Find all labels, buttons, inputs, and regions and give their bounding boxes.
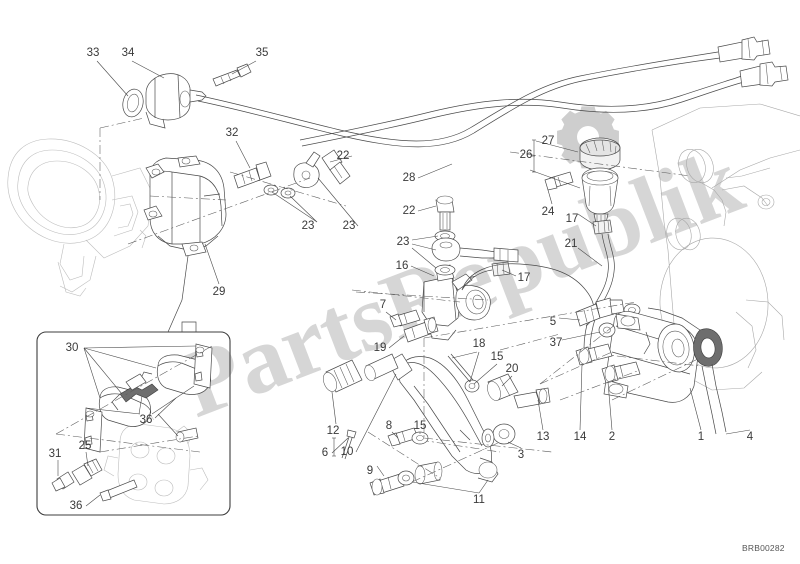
part-12-pedal-rubber bbox=[323, 359, 363, 393]
part-20-pushrod bbox=[487, 373, 519, 401]
part-23-copper-washers-master bbox=[431, 230, 519, 276]
callout-36b: 36 bbox=[70, 500, 83, 512]
callout-32: 32 bbox=[226, 127, 239, 139]
part-30-pad-spring bbox=[111, 371, 159, 411]
callout-14: 14 bbox=[574, 431, 587, 443]
ghost-engine-case-left bbox=[7, 138, 153, 297]
part-2-bracket-bolt-lower bbox=[559, 361, 641, 401]
part-16-rear-master-cylinder bbox=[351, 264, 491, 341]
inset-leader-lines bbox=[55, 345, 213, 507]
part-34-hose-union bbox=[145, 73, 207, 129]
part-31-bleed-nipple bbox=[51, 471, 75, 492]
part-10-brake-pedal bbox=[364, 353, 501, 483]
callout-37: 37 bbox=[550, 337, 563, 349]
construction-lines bbox=[99, 117, 701, 483]
part-13-spacer-washer bbox=[481, 387, 551, 448]
part-6-cotter-pin bbox=[341, 429, 357, 460]
part-29-rear-brake-caliper bbox=[143, 155, 227, 257]
part-8-pedal-bolt bbox=[387, 427, 419, 447]
part-22-banjo-bolt-master bbox=[435, 195, 455, 231]
callout-29: 29 bbox=[213, 286, 226, 298]
part-22-banjo-bolt-caliper bbox=[321, 149, 351, 185]
callout-6: 6 bbox=[322, 447, 328, 459]
part-26-brake-fluid-reservoir bbox=[581, 167, 619, 224]
callout-23a: 23 bbox=[302, 220, 315, 232]
callout-17a: 17 bbox=[566, 213, 579, 225]
part-30-brake-pad-front bbox=[98, 386, 152, 427]
part-36-pad-pin-inset-b bbox=[99, 479, 138, 502]
callout-28: 28 bbox=[403, 172, 416, 184]
part-11-pedal-bushing bbox=[397, 461, 443, 486]
callout-12: 12 bbox=[327, 425, 340, 437]
part-36-pad-pin-inset-a bbox=[175, 427, 199, 443]
part-35-banjo-bolt bbox=[212, 63, 252, 87]
callout-9: 9 bbox=[367, 465, 373, 477]
callout-27: 27 bbox=[542, 135, 555, 147]
callout-11: 11 bbox=[473, 494, 485, 506]
part-17-reservoir-clamp-upper bbox=[583, 219, 615, 351]
callout-16: 16 bbox=[396, 260, 409, 272]
callout-33: 33 bbox=[87, 47, 100, 59]
callout-20: 20 bbox=[506, 363, 519, 375]
callout-23c: 23 bbox=[397, 236, 410, 248]
callout-19: 19 bbox=[374, 342, 387, 354]
part-4-pedal-return-spring bbox=[647, 307, 727, 435]
part-25-bleed-valve bbox=[71, 458, 103, 486]
callout-5: 5 bbox=[550, 316, 556, 328]
part-37-washer bbox=[598, 322, 616, 338]
callout-31: 31 bbox=[49, 448, 62, 460]
part-23-copper-washers-caliper bbox=[263, 151, 321, 199]
callout-17b: 17 bbox=[518, 272, 531, 284]
callout-7: 7 bbox=[380, 299, 386, 311]
callout-15a: 15 bbox=[491, 351, 504, 363]
callout-3: 3 bbox=[518, 449, 524, 461]
part-32-caliper-bolt bbox=[233, 161, 272, 189]
callout-24: 24 bbox=[542, 206, 555, 218]
callout-13: 13 bbox=[537, 431, 550, 443]
callout-26: 26 bbox=[520, 149, 533, 161]
callout-30: 30 bbox=[66, 342, 79, 354]
callout-15b: 15 bbox=[414, 420, 427, 432]
part-28-brake-hose-rear bbox=[195, 36, 771, 148]
callout-23b: 23 bbox=[343, 220, 356, 232]
part-9-pivot-bolt bbox=[369, 473, 405, 496]
part-24-reservoir-bolt bbox=[544, 171, 574, 191]
part-14-bracket-bolt-upper bbox=[539, 343, 613, 385]
part-27-reservoir-cap bbox=[579, 137, 621, 171]
callout-34: 34 bbox=[122, 47, 135, 59]
callout-4: 4 bbox=[747, 431, 754, 443]
drawing-code: BRB00282 bbox=[742, 543, 785, 553]
callout-22a: 22 bbox=[337, 150, 350, 162]
callout-18: 18 bbox=[473, 338, 486, 350]
ghost-swingarm-right bbox=[651, 103, 800, 391]
callout-1: 1 bbox=[698, 431, 704, 443]
item-26-brace bbox=[531, 139, 536, 173]
brake-pad-detail-inset bbox=[36, 255, 231, 516]
callout-25: 25 bbox=[79, 440, 92, 452]
part-1-pedal-support-bracket bbox=[599, 311, 701, 403]
part-17-hose-clamp-mid bbox=[461, 261, 511, 291]
leader-lines-main bbox=[96, 60, 751, 494]
item-6-brace bbox=[332, 437, 336, 457]
part-5-brake-hose-lower bbox=[461, 263, 641, 327]
callout-10: 10 bbox=[341, 446, 354, 458]
callout-22b: 22 bbox=[403, 205, 416, 217]
part-19-master-cylinder-bolt bbox=[403, 316, 439, 343]
callout-2: 2 bbox=[609, 431, 615, 443]
part-21-reservoir-hose bbox=[299, 61, 789, 147]
part-18-split-pin bbox=[447, 353, 474, 383]
callout-8: 8 bbox=[386, 420, 392, 432]
part-30-pad-backing-rear bbox=[193, 343, 213, 389]
part-3-thrust-washer bbox=[492, 423, 516, 445]
callout-36a: 36 bbox=[140, 414, 153, 426]
callout-21: 21 bbox=[565, 238, 578, 250]
callout-35: 35 bbox=[256, 47, 269, 59]
